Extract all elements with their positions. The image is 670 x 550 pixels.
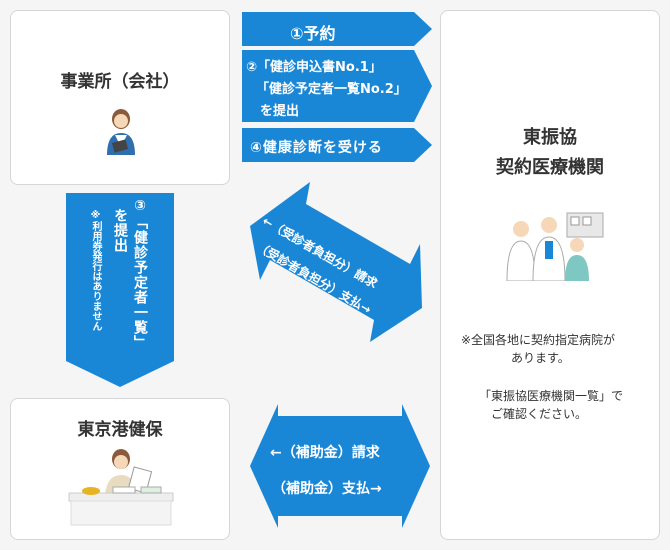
step4-label: ④健康診断を受ける — [250, 140, 383, 156]
clinic-note1-line2: あります。 — [511, 351, 570, 365]
clinic-note2-line2: ご確認ください。 — [491, 407, 588, 421]
kenpo-box: 東京港健保 — [10, 398, 230, 540]
step4-arrow — [242, 128, 432, 162]
step3-label-main: ③「健診予定者一覧」 — [132, 198, 148, 350]
clinic-title-line1: 東振協 — [523, 127, 577, 148]
insurance-staff-icon — [68, 449, 174, 526]
clinic-note1-line1: ※全国各地に契約指定病院が — [461, 333, 616, 347]
step2-arrow — [242, 50, 432, 122]
clinic-note2-line1: 「東振協医療機関一覧」で — [479, 389, 624, 403]
step1-label: ①予約 — [290, 24, 336, 43]
subsidy-claim-label: ←（補助金）請求 — [270, 445, 380, 461]
kenpo-title: 東京港健保 — [77, 420, 163, 440]
company-title: 事業所（会社） — [60, 72, 180, 92]
subsidy-arrow — [250, 404, 430, 528]
subsidy-pay-label: （補助金）支払→ — [272, 481, 382, 497]
step1-arrow — [242, 12, 432, 46]
step3-label-sub: を提出 — [112, 208, 128, 253]
step3-arrow — [66, 193, 174, 387]
step3-note: ※利用券発行はありません — [90, 210, 101, 331]
patient-payment-arrow — [250, 182, 422, 342]
company-box: 事業所（会社） — [10, 10, 230, 185]
doctors-icon — [506, 212, 604, 281]
step2-label-line2: 「健診予定者一覧No.2」 — [256, 82, 407, 97]
office-worker-icon — [107, 109, 135, 155]
step2-label-line3: を提出 — [260, 104, 300, 119]
clinic-title-line2: 契約医療機関 — [496, 157, 604, 178]
clinic-box: 東振協 契約医療機関 ※全国各地に契約指定病院が あります。 「東振協医療機関一… — [440, 10, 660, 540]
step2-label-line1: ②「健診申込書No.1」 — [246, 60, 382, 75]
